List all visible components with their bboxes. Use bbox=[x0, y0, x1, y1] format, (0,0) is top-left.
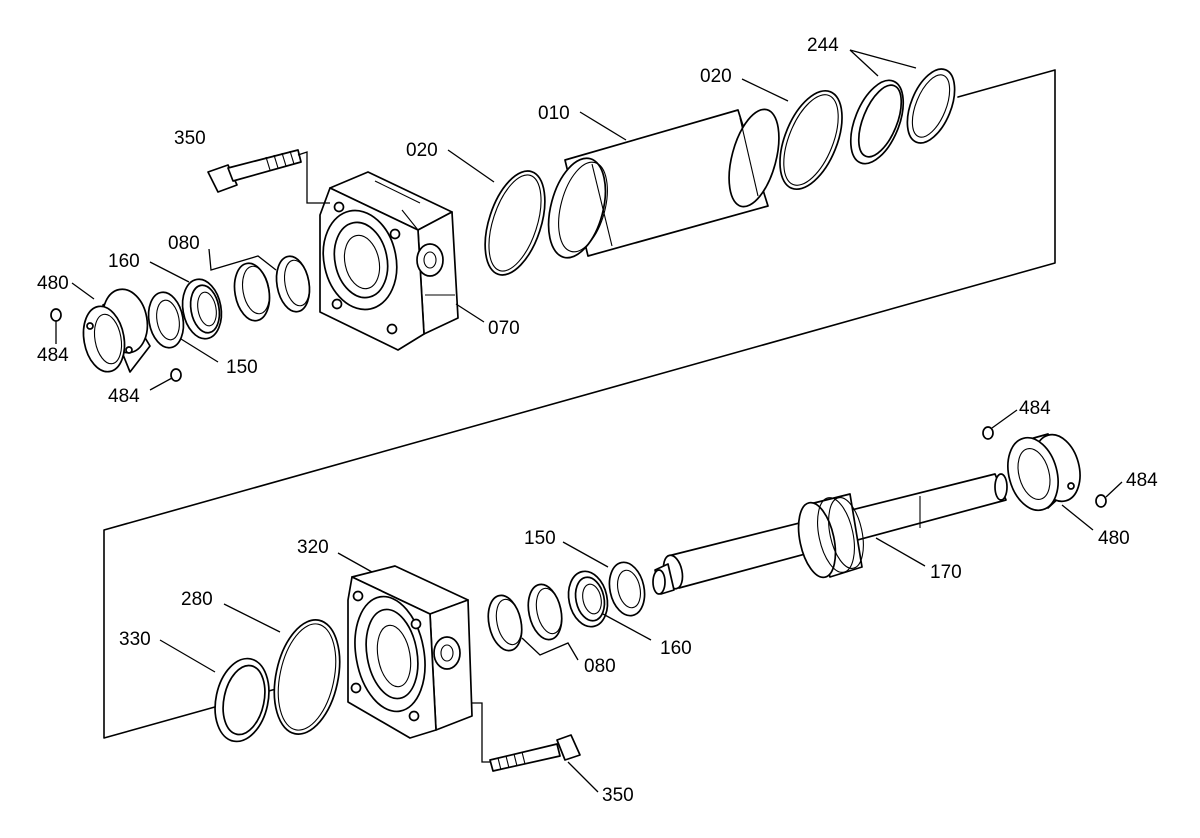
leader-484-bottom-top bbox=[991, 409, 1018, 429]
part-080-split-ring-a bbox=[233, 262, 271, 322]
label-480-top: 480 bbox=[37, 273, 69, 294]
part-350-bolt-top bbox=[207, 149, 302, 193]
label-484-top-left: 484 bbox=[37, 345, 69, 366]
label-160-top: 160 bbox=[108, 251, 140, 272]
label-480-bottom: 480 bbox=[1098, 528, 1130, 549]
label-160-bottom: 160 bbox=[660, 638, 692, 659]
leader-010 bbox=[579, 111, 627, 141]
part-160-bearing-bottom bbox=[567, 570, 609, 628]
label-244: 244 bbox=[807, 35, 839, 56]
part-244-ring-outer bbox=[906, 68, 956, 144]
part-484-screw-bottom-right bbox=[1095, 494, 1107, 508]
leader-020-right bbox=[741, 78, 789, 102]
part-150-seal-bottom bbox=[608, 561, 646, 617]
label-484-bottom-top: 484 bbox=[1019, 398, 1051, 419]
part-080-split-ring-d bbox=[487, 594, 523, 652]
leader-350-top bbox=[297, 151, 330, 204]
part-244-ring-inner bbox=[849, 79, 905, 165]
label-350-bottom: 350 bbox=[602, 785, 634, 806]
part-484-screw-top-left bbox=[50, 308, 62, 322]
leader-320 bbox=[337, 552, 373, 573]
label-080-bottom: 080 bbox=[584, 656, 616, 677]
part-160-bearing-top bbox=[181, 278, 223, 340]
label-080-top: 080 bbox=[168, 233, 200, 254]
label-484-bottom-right: 484 bbox=[1126, 470, 1158, 491]
part-020-oring-right bbox=[779, 89, 843, 191]
label-010: 010 bbox=[538, 103, 570, 124]
part-070-head-block bbox=[319, 171, 459, 351]
part-484-screw-bottom-top bbox=[982, 426, 994, 440]
leader-480-bottom bbox=[1061, 504, 1094, 531]
leader-330 bbox=[159, 639, 216, 673]
leader-350-bottom-connector bbox=[472, 702, 491, 763]
leader-020-left bbox=[447, 149, 495, 183]
part-480-sleeve-top bbox=[82, 288, 151, 373]
part-170-piston-rod bbox=[652, 473, 1008, 595]
part-010-tube bbox=[547, 108, 780, 259]
part-080-split-ring-b bbox=[275, 255, 311, 313]
leader-480-top bbox=[71, 282, 95, 300]
part-280-oring bbox=[273, 619, 341, 735]
label-150-bottom: 150 bbox=[524, 528, 556, 549]
label-350-top: 350 bbox=[174, 128, 206, 149]
label-280: 280 bbox=[181, 589, 213, 610]
leader-080-top bbox=[208, 248, 277, 271]
leader-280 bbox=[223, 603, 281, 633]
label-170: 170 bbox=[930, 562, 962, 583]
label-020-right: 020 bbox=[700, 66, 732, 87]
leader-244-b bbox=[849, 49, 917, 69]
part-330-snap-ring bbox=[214, 657, 270, 743]
label-484-top-bottom: 484 bbox=[108, 386, 140, 407]
label-150-top: 150 bbox=[226, 357, 258, 378]
part-350-bolt-bottom bbox=[489, 734, 581, 772]
part-484-screw-top-bottom bbox=[170, 368, 182, 382]
part-020-oring-left bbox=[484, 170, 546, 276]
leader-080-bottom bbox=[521, 637, 579, 661]
label-070: 070 bbox=[488, 318, 520, 339]
label-320: 320 bbox=[297, 537, 329, 558]
leader-150-bottom bbox=[562, 541, 609, 568]
part-480-sleeve-bottom bbox=[1007, 433, 1081, 512]
label-020-left: 020 bbox=[406, 140, 438, 161]
leader-484-bottom-right bbox=[1105, 481, 1123, 498]
part-080-split-ring-c bbox=[527, 583, 563, 641]
leader-160-bottom bbox=[602, 613, 652, 641]
leader-170 bbox=[875, 537, 926, 567]
leader-244-a bbox=[849, 49, 879, 77]
leader-070 bbox=[455, 303, 485, 323]
leader-160-top bbox=[149, 261, 190, 283]
label-330: 330 bbox=[119, 629, 151, 650]
leader-350-bottom bbox=[567, 761, 599, 793]
leader-484-top-bottom bbox=[149, 377, 173, 391]
leader-150-top bbox=[180, 338, 219, 363]
part-150-seal-top bbox=[147, 291, 185, 349]
part-320-head-block bbox=[347, 565, 473, 739]
